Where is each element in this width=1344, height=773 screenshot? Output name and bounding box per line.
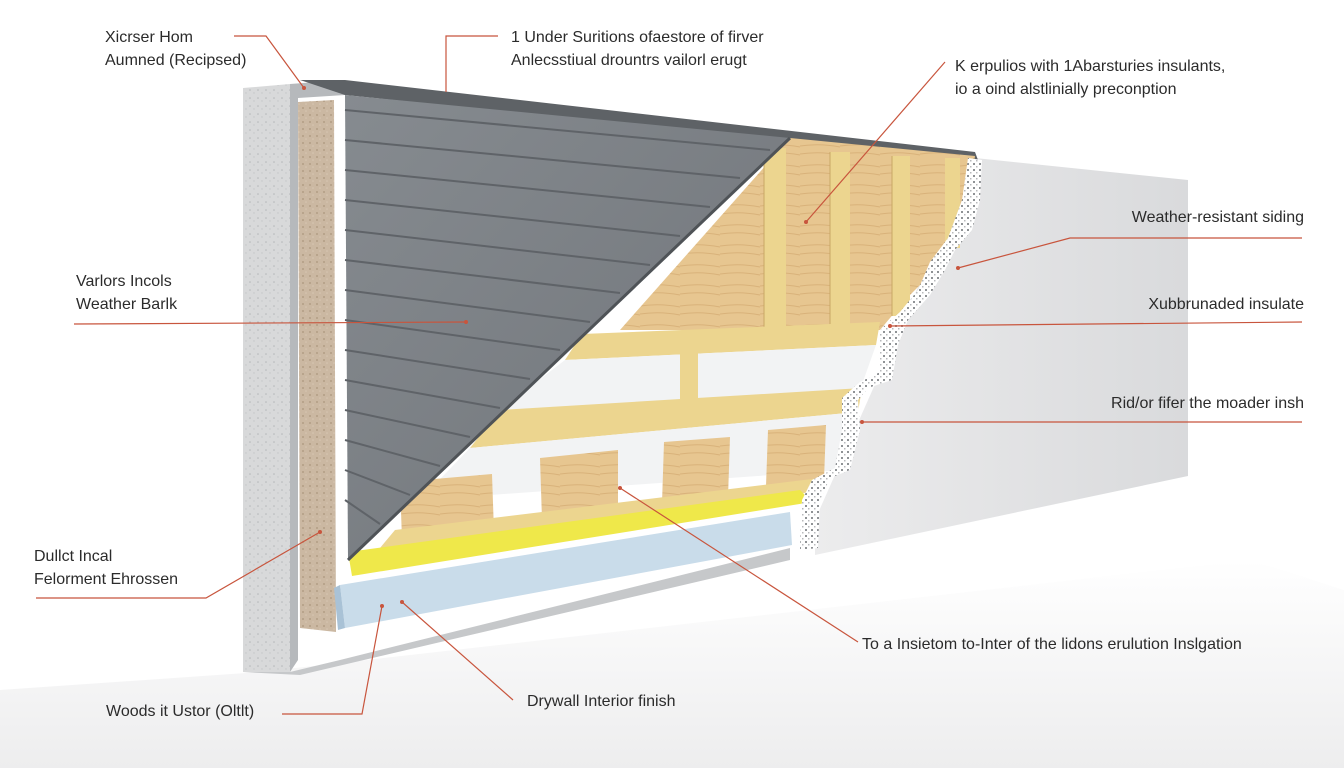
drywall-panel xyxy=(815,158,1188,555)
blue-board xyxy=(340,512,792,628)
stud xyxy=(764,148,786,333)
yellow-strip xyxy=(348,490,812,576)
label-top-left: Xicrser Hom Aumned (Recipsed) xyxy=(105,29,247,69)
label-bottom-left: Dullct Incal Felorment Ehrossen xyxy=(34,548,179,588)
label-weather-siding: Weather-resistant siding xyxy=(1131,209,1304,226)
label-mid-left: Varlors Incols Weather Barlk xyxy=(76,273,178,313)
siding-ribs xyxy=(344,109,771,525)
floor-shadow xyxy=(0,560,1344,768)
mesh-edge xyxy=(800,158,982,550)
top-plate xyxy=(565,322,880,360)
bottom-plate xyxy=(380,478,820,548)
label-top-right: K erpulios with 1Abarsturies insulants, … xyxy=(955,58,1226,98)
label-top-center: 1 Under Suritions ofaestore of firver An… xyxy=(511,29,764,69)
fiber-board xyxy=(298,100,336,632)
insulation-batts xyxy=(620,138,975,330)
label-bottom-right: To a Insietom to-Inter of the lidons eru… xyxy=(862,636,1242,653)
concrete-edge xyxy=(243,84,290,672)
label-moader: Rid/or fifer the moader insh xyxy=(1111,395,1304,412)
label-insulate: Xubbrunaded insulate xyxy=(1148,296,1304,313)
label-drywall: Drywall Interior finish xyxy=(527,693,676,710)
label-woods: Woods it Ustor (Oltlt) xyxy=(106,703,255,720)
